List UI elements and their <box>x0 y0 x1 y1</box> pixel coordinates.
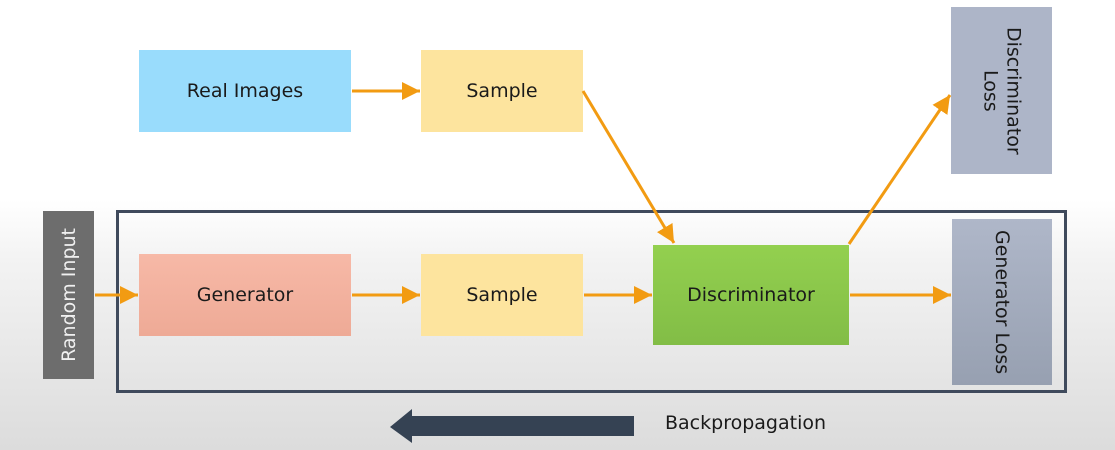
generator-loss-node: Generator Loss <box>952 219 1052 385</box>
sample-top-node: Sample <box>421 50 583 132</box>
arrow-discriminator-to-dloss <box>847 94 952 245</box>
discriminator-loss-node: Discriminator Loss <box>951 7 1052 174</box>
discriminator-loss-line2: Loss <box>979 69 1002 112</box>
real-images-node: Real Images <box>139 50 351 132</box>
real-images-label: Real Images <box>186 80 304 102</box>
discriminator-label: Discriminator <box>687 284 815 306</box>
generator-loss-label: Generator Loss <box>991 229 1013 375</box>
backpropagation-label: Backpropagation <box>665 412 827 434</box>
sample-bottom-node: Sample <box>421 254 583 336</box>
sample-bottom-label: Sample <box>466 284 538 306</box>
discriminator-node: Discriminator <box>653 245 849 345</box>
generator-training-frame <box>116 210 1067 393</box>
sample-top-label: Sample <box>466 80 538 102</box>
random-input-node: Random Input <box>43 211 94 379</box>
generator-label: Generator <box>196 284 294 306</box>
arrow-sample-to-discriminator <box>581 90 676 244</box>
backpropagation-arrow-icon <box>390 409 634 443</box>
generator-node: Generator <box>139 254 351 336</box>
discriminator-loss-line1: Discriminator <box>1002 26 1025 155</box>
